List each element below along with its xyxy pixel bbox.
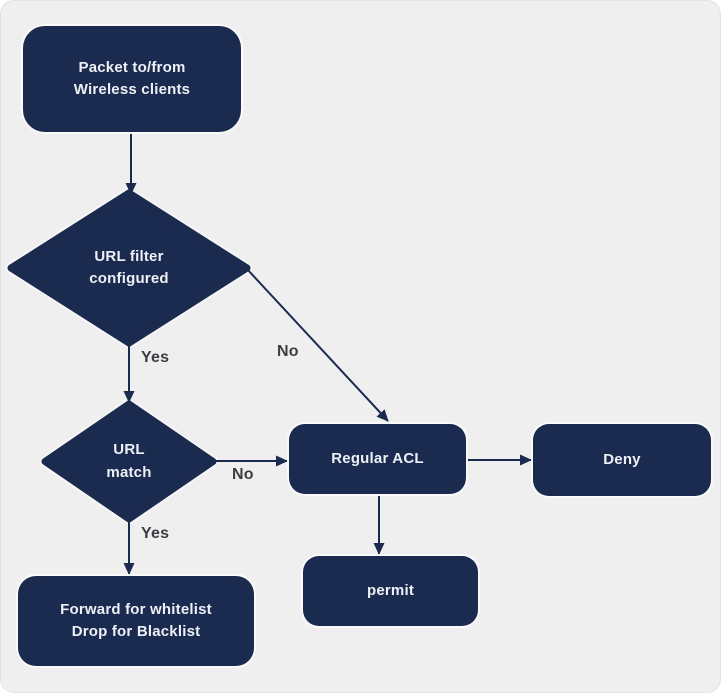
diamond-url-match <box>41 400 217 523</box>
node-permit-label: permit <box>366 581 415 599</box>
node-packet-line1: Packet to/from <box>78 58 186 76</box>
edge-label-match-yes: Yes <box>141 525 170 542</box>
diamond-url-filter-label: URL filter configured <box>11 193 247 343</box>
node-deny: Deny <box>533 424 711 496</box>
node-regular-acl-label: Regular ACL <box>331 449 424 467</box>
node-forward-line1: Forward for whitelist <box>60 600 212 618</box>
edge-label-filter-no: No <box>277 343 299 360</box>
url-match-line2: match <box>106 463 152 481</box>
diamond-url-match-label: URL match <box>45 404 213 519</box>
url-filter-line1: URL filter <box>94 247 164 265</box>
arrow-url-filter-no-to-regular-acl <box>246 268 389 422</box>
edge-label-match-no: No <box>232 466 254 483</box>
node-permit: permit <box>303 556 478 626</box>
url-match-line1: URL <box>113 441 145 458</box>
diamond-url-filter <box>7 189 251 347</box>
url-filter-line2: configured <box>89 270 169 287</box>
edge-label-filter-yes: Yes <box>141 349 170 366</box>
node-packet-line2: Wireless clients <box>73 81 191 98</box>
node-forward-line2: Drop for Blacklist <box>71 623 201 640</box>
node-forward-drop: Forward for whitelist Drop for Blacklist <box>18 576 254 666</box>
node-packet-to-from-wireless-clients: Packet to/from Wireless clients <box>23 26 241 132</box>
node-deny-label: Deny <box>603 450 641 468</box>
node-regular-acl: Regular ACL <box>289 424 466 494</box>
